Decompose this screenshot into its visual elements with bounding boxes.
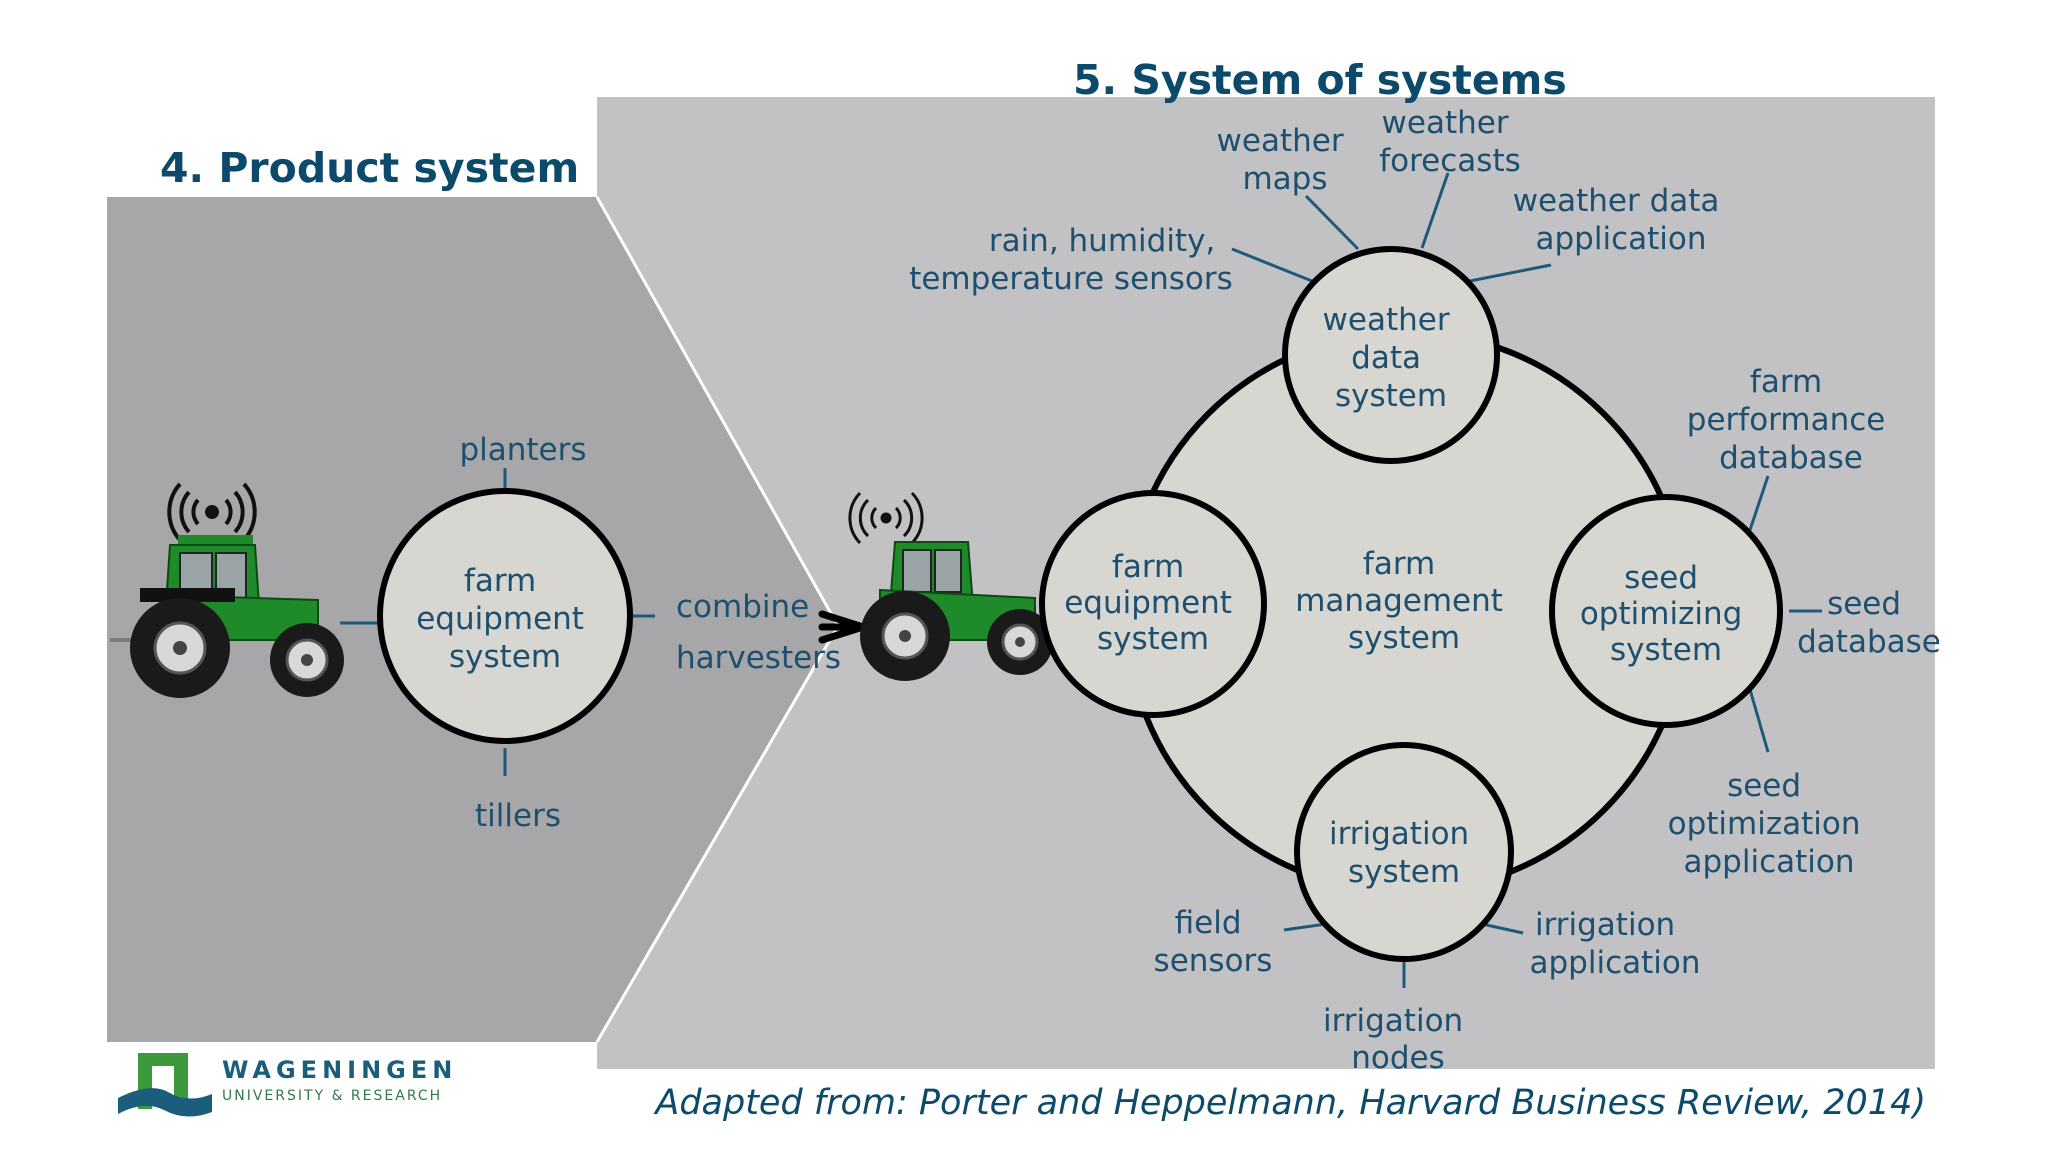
weather-forecasts-label: weather forecasts bbox=[1379, 105, 1521, 179]
weather-data-application-label: weather data application bbox=[1513, 183, 1730, 257]
field-sensors-label: field sensors bbox=[1154, 905, 1273, 979]
product-system-diagram: farm equipment system planters combine h… bbox=[340, 432, 841, 834]
seed-database-label: seed database bbox=[1797, 586, 1941, 660]
farm-performance-database-label: farm performance database bbox=[1687, 364, 1895, 476]
farm-equipment-system-label: farm equipment system bbox=[416, 563, 594, 675]
wireless-signal-icon bbox=[848, 491, 924, 545]
citation: Adapted from: Porter and Heppelmann, Har… bbox=[653, 1083, 1926, 1123]
wireless-signal-icon bbox=[167, 482, 257, 542]
weather-sensors-label: rain, humidity, temperature sensors bbox=[909, 223, 1233, 297]
weather-maps-label: weather maps bbox=[1217, 123, 1354, 197]
system-of-systems-diagram: farm management system weather data syst… bbox=[909, 105, 1941, 1076]
farm-equipment-system-circle bbox=[1039, 490, 1267, 718]
tractor-icon bbox=[110, 482, 344, 698]
weather-data-system-label: weather data system bbox=[1323, 302, 1460, 414]
tillers-label: tillers bbox=[475, 798, 561, 834]
weather-data-system-circle bbox=[1282, 246, 1500, 464]
combine-harvesters-label: combine harvesters bbox=[676, 589, 841, 676]
seed-optimizing-system-circle bbox=[1549, 494, 1783, 728]
tractor-icon bbox=[848, 491, 1053, 681]
svg-text:WAGENINGEN: WAGENINGEN bbox=[222, 1056, 457, 1084]
planters-label: planters bbox=[459, 432, 586, 468]
seed-optimization-application-label: seed optimization application bbox=[1668, 768, 1871, 880]
wageningen-logo: WAGENINGEN UNIVERSITY & RESEARCH bbox=[118, 1053, 457, 1117]
system-of-systems-title: 5. System of systems bbox=[1073, 56, 1567, 104]
farm-equipment-system-circle bbox=[377, 488, 633, 744]
irrigation-application-label: irrigation application bbox=[1530, 907, 1701, 981]
seed-optimizing-system-label: seed optimizing system bbox=[1580, 560, 1752, 668]
irrigation-nodes-label: irrigation nodes bbox=[1323, 1003, 1473, 1076]
irrigation-system-label: irrigation system bbox=[1329, 816, 1479, 890]
irrigation-system-circle bbox=[1294, 742, 1514, 962]
farm-management-system-label: farm management system bbox=[1295, 546, 1513, 656]
product-system-title: 4. Product system bbox=[160, 144, 579, 192]
svg-text:UNIVERSITY & RESEARCH: UNIVERSITY & RESEARCH bbox=[222, 1088, 442, 1104]
farm-equipment-system-label: farm equipment system bbox=[1064, 549, 1242, 657]
